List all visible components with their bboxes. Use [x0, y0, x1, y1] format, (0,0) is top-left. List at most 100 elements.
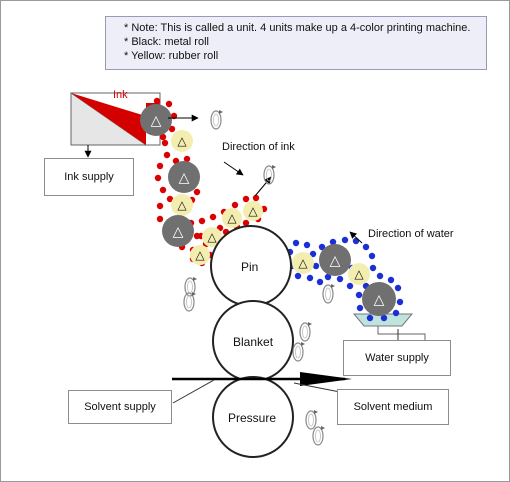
rotation-icon — [210, 110, 223, 130]
ink-dot — [242, 195, 250, 203]
metal-roll-symbol: △ — [374, 291, 385, 307]
metal-roll — [319, 244, 351, 276]
ink-dot — [153, 97, 161, 105]
ink-dot — [156, 215, 164, 223]
note-line-unit: * Note: This is called a unit. 4 units m… — [124, 22, 471, 34]
rubber-roll — [190, 245, 210, 265]
ink-dot — [161, 139, 169, 147]
ink-dot — [242, 219, 250, 227]
ink-supply-label: Ink supply — [64, 171, 114, 183]
ink-dot — [159, 133, 167, 141]
ink-up-arrow — [254, 176, 272, 197]
ink-dot — [165, 100, 173, 108]
water-dot — [369, 264, 377, 272]
rotation-icon — [312, 426, 325, 446]
ink-dot — [231, 201, 239, 209]
ink-dot — [183, 155, 191, 163]
solvent-supply-box: Solvent supply — [68, 390, 172, 424]
metal-roll-symbol: △ — [151, 112, 162, 128]
direction-of-ink-label: Direction of ink — [222, 141, 295, 153]
water-dot — [341, 236, 349, 244]
water-dot — [316, 278, 324, 286]
direction-of-water-arrow — [349, 231, 363, 244]
metal-roll — [168, 161, 200, 193]
water-dot — [366, 314, 374, 322]
ink-dot — [166, 195, 174, 203]
solvent-supply-connector — [172, 379, 215, 404]
rubber-roll-symbol: △ — [195, 248, 205, 262]
water-dot — [336, 275, 344, 283]
rotation-icon — [263, 165, 276, 185]
ink-dot — [156, 162, 164, 170]
rubber-roll-symbol: △ — [177, 134, 187, 148]
ink-dot — [154, 174, 162, 182]
note-box: * Note: This is called a unit. 4 units m… — [105, 16, 487, 70]
rubber-roll — [348, 263, 370, 285]
note-line-black: * Black: metal roll — [124, 36, 209, 48]
rotation-icon — [305, 410, 318, 430]
water-dot — [312, 262, 320, 270]
rubber-roll-symbol: △ — [207, 230, 217, 244]
ink-dot — [168, 125, 176, 133]
solvent-medium-connector — [293, 382, 341, 393]
solvent-medium-label: Solvent medium — [353, 401, 433, 413]
water-dot — [376, 272, 384, 280]
rubber-roll — [222, 208, 242, 228]
rubber-roll — [292, 252, 314, 274]
water-dot — [362, 243, 370, 251]
pin-label: Pin — [241, 260, 259, 274]
water-supply-box: Water supply — [343, 340, 451, 376]
metal-roll — [140, 104, 172, 136]
rubber-roll-symbol: △ — [227, 211, 237, 225]
metal-roll-symbol: △ — [173, 223, 184, 239]
ink-supply-box: Ink supply — [44, 158, 134, 196]
blanket-label: Blanket — [233, 335, 274, 349]
water-dot — [355, 291, 363, 299]
water-dot — [387, 276, 395, 284]
ink-dot — [156, 202, 164, 210]
rotation-icon — [292, 342, 305, 362]
rubber-roll-symbol: △ — [298, 256, 308, 270]
water-dot — [324, 273, 332, 281]
ink-dot — [209, 213, 217, 221]
rubber-roll-symbol: △ — [177, 198, 187, 212]
ink-reservoir — [71, 93, 160, 145]
metal-roll — [362, 282, 396, 316]
rotation-icon — [322, 284, 335, 304]
direction-of-water-label: Direction of water — [368, 228, 454, 240]
water-dot — [309, 250, 317, 258]
note-line-yellow: * Yellow: rubber roll — [124, 50, 219, 62]
water-dot — [356, 304, 364, 312]
ink-dot — [159, 186, 167, 194]
water-dot — [352, 237, 360, 245]
rotation-icons-layer — [183, 110, 335, 446]
rubber-roll — [171, 194, 193, 216]
water-dot — [392, 309, 400, 317]
metal-roll-symbol: △ — [330, 252, 341, 268]
rubber-roll-symbol: △ — [354, 267, 364, 281]
ink-dot — [252, 194, 260, 202]
rotation-icon — [299, 322, 312, 342]
water-dot — [394, 284, 402, 292]
water-dot — [303, 241, 311, 249]
direction-of-ink-arrow — [223, 161, 244, 176]
pressure-cylinder — [212, 376, 294, 458]
water-dot — [306, 274, 314, 282]
water-dot — [346, 282, 354, 290]
water-dot — [396, 298, 404, 306]
water-dot — [329, 238, 337, 246]
water-supply-line — [377, 326, 426, 341]
rubber-roll-symbol: △ — [248, 204, 258, 218]
water-supply-label: Water supply — [365, 352, 429, 364]
pressure-label: Pressure — [228, 411, 277, 425]
water-dot — [380, 314, 388, 322]
solvent-medium-box: Solvent medium — [337, 389, 449, 425]
rubber-roll — [202, 227, 222, 247]
metal-roll-symbol: △ — [179, 169, 190, 185]
ink-dot — [198, 217, 206, 225]
water-dot — [292, 239, 300, 247]
ink-dot — [193, 188, 201, 196]
water-tray — [352, 313, 426, 341]
water-dot — [368, 252, 376, 260]
